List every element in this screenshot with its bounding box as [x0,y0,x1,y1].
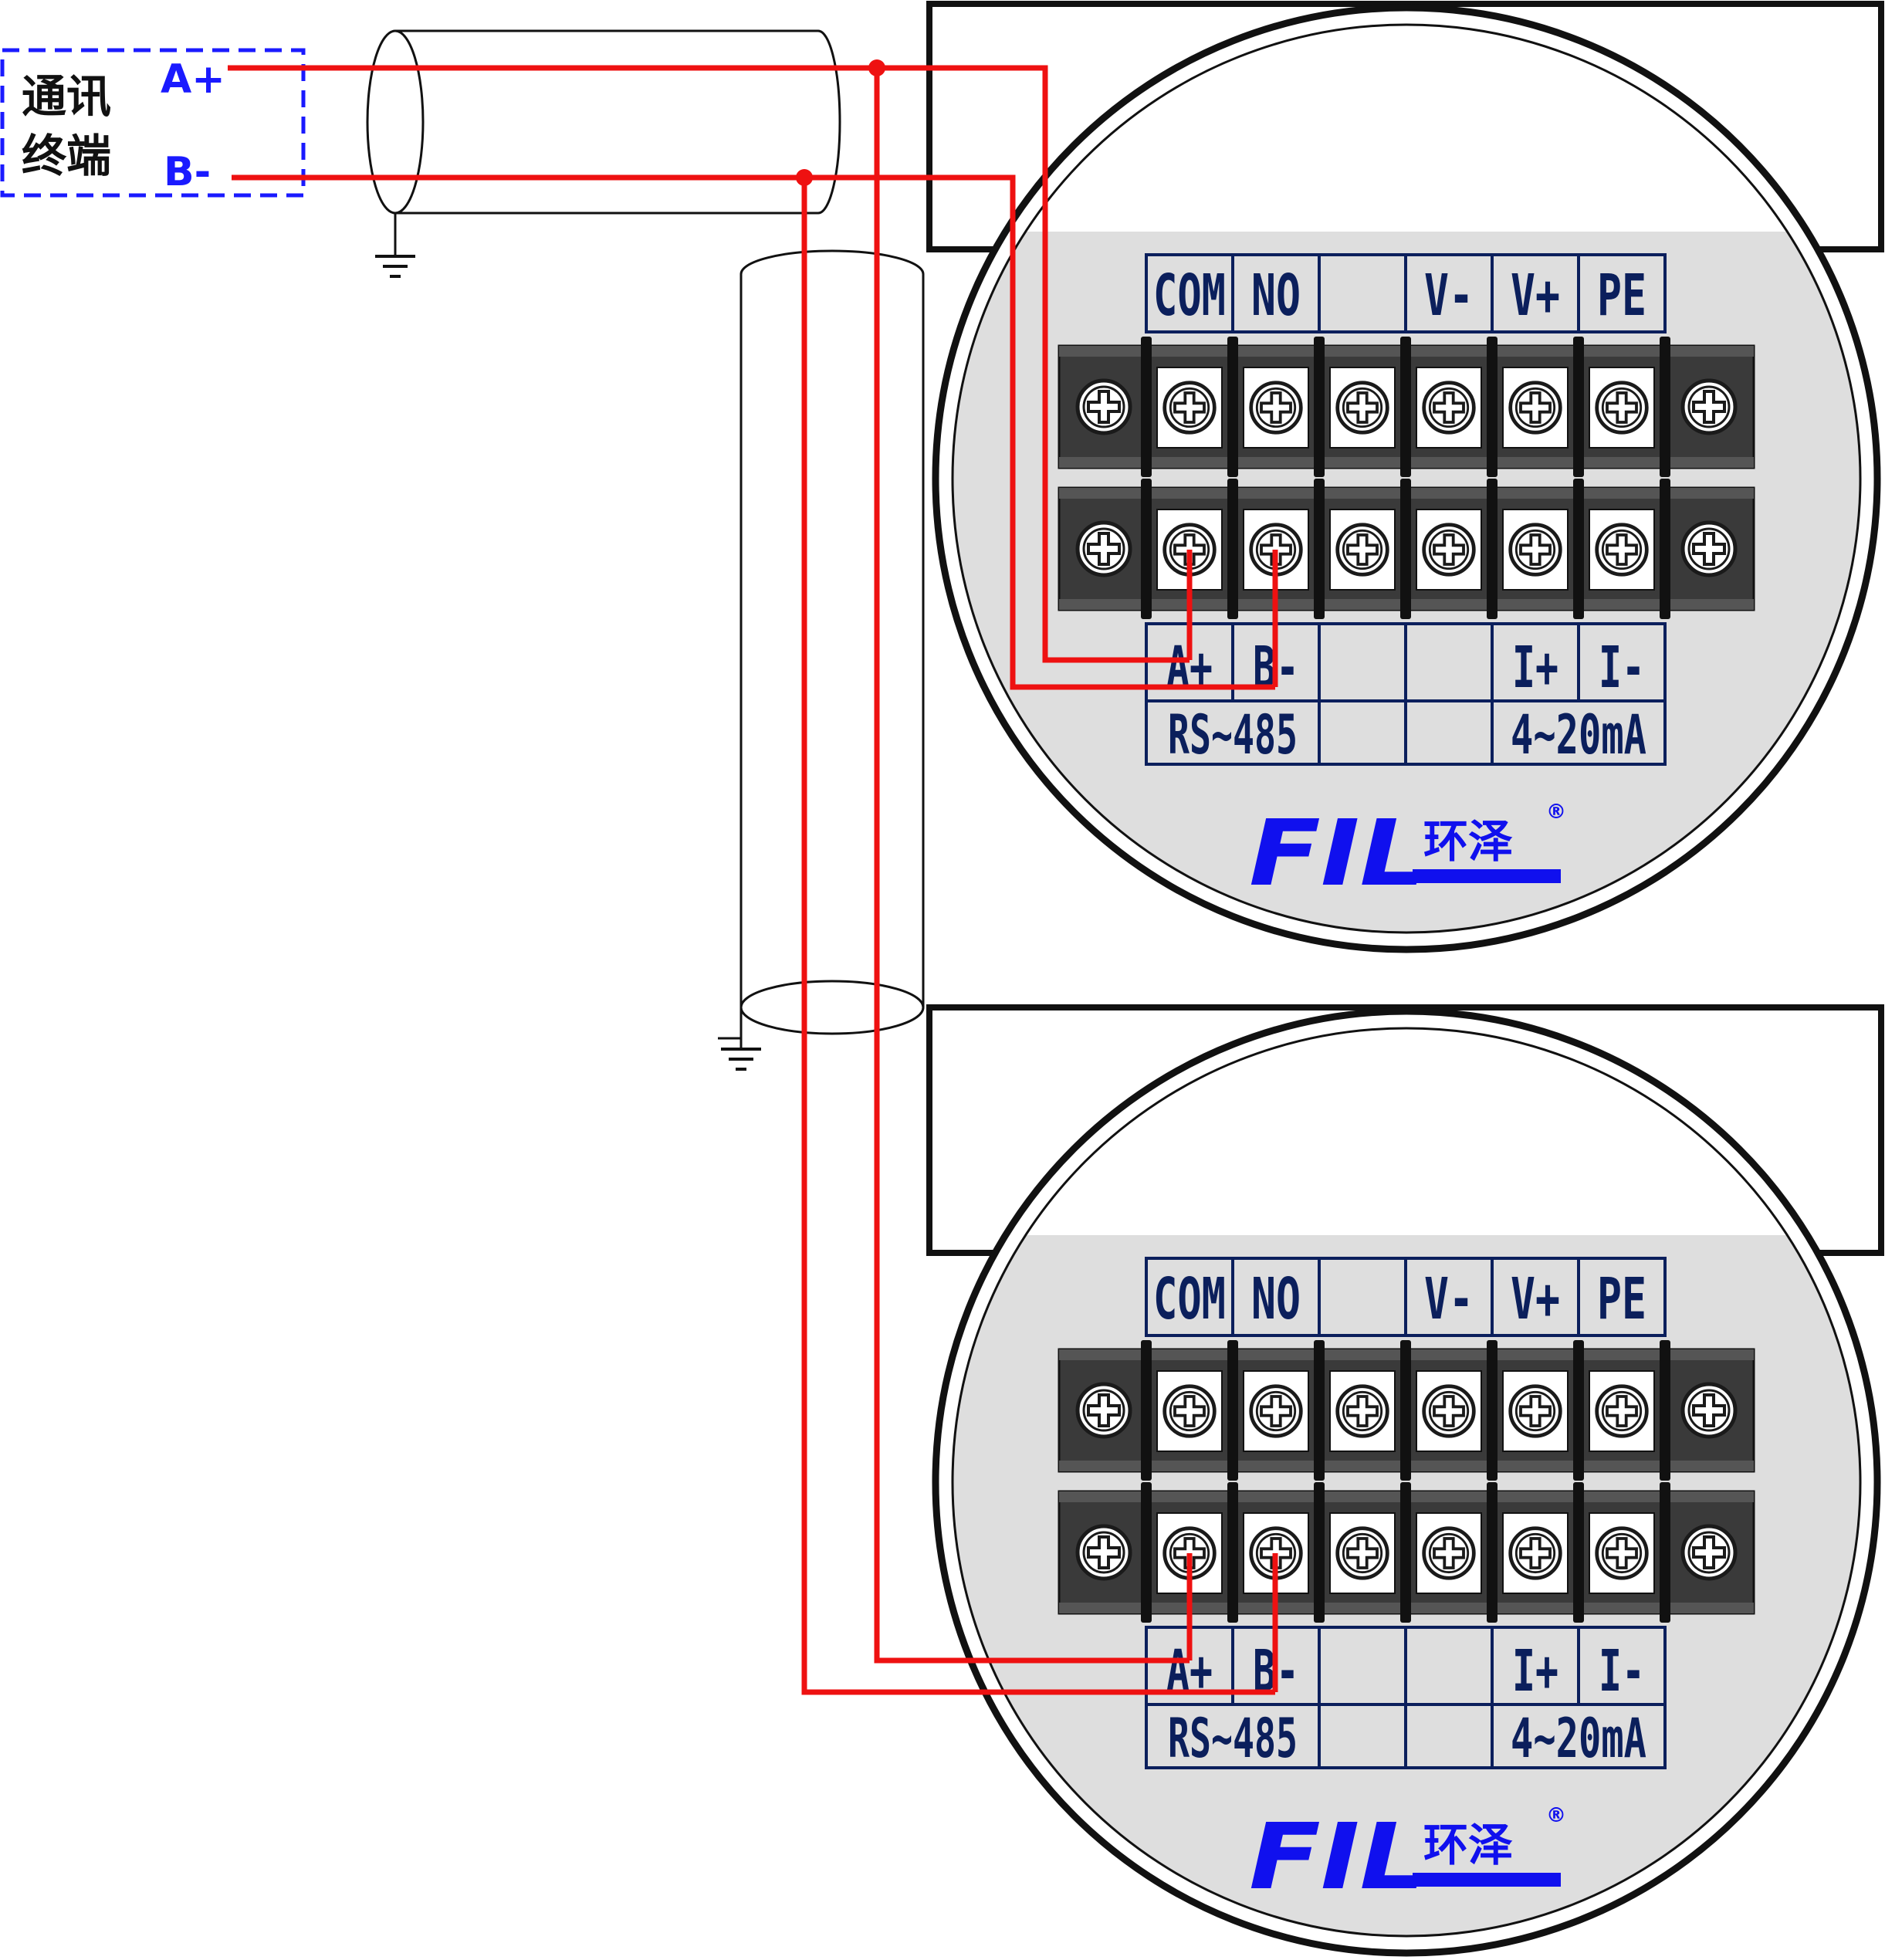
terminal-top-label: V+ [1511,1266,1560,1332]
terminal-top-label: NO [1251,1266,1301,1332]
wire-a-upper [228,65,1190,663]
screw-icon [1165,1386,1215,1437]
screw-icon [1078,1526,1130,1579]
device-inner-ring [951,23,1862,934]
comm-terminal: 通讯 终端 A+ B- [0,48,306,198]
screw-icon [1165,383,1215,433]
screw-icon [1597,383,1647,433]
wire-a-lower [874,68,1190,1664]
comm-terminal-title-line2: 终端 [22,130,111,182]
screw-icon [1078,381,1130,433]
wire-b-lower [801,178,1275,1695]
terminal-bottom-label: I+ [1512,635,1558,701]
registered-mark: ® [1546,801,1566,824]
junction-dot [796,169,813,186]
registered-mark: ® [1546,1804,1566,1827]
rs485-group-label: RS~485 [1168,703,1298,767]
terminal-strip-lower [1058,479,1755,619]
screw-icon [1597,525,1647,575]
device-inner-ring [951,1027,1862,1938]
screw-icon [1683,1526,1735,1579]
terminal-top-label: V- [1424,262,1474,329]
shielded-cable-horizontal [366,29,841,215]
screw-icon [1338,525,1388,575]
brand-logo-text: FIL [1249,800,1426,906]
terminal-top-label: COM [1153,1266,1226,1332]
screw-icon [1511,1528,1561,1579]
screw-icon [1597,1386,1647,1437]
screw-icon [1078,1384,1130,1437]
shielded-cable-vertical [739,249,925,1035]
current-loop-group-label: 4~20mA [1511,703,1646,767]
terminal-strip-upper [1058,337,1755,477]
terminal-b-label: B- [164,149,211,195]
terminal-bottom-label: I+ [1512,1638,1558,1704]
ground-icon [718,1007,763,1071]
terminal-bottom-label: I- [1599,635,1645,701]
screw-icon [1424,525,1474,575]
screw-icon [1338,383,1388,433]
terminal-top-label: V- [1424,1266,1474,1332]
terminal-strip-upper [1058,1340,1755,1481]
screw-icon [1511,525,1561,575]
brand-chinese-name: 环泽 [1423,815,1513,868]
wiring [228,65,1278,1695]
terminal-top-label: COM [1153,262,1226,329]
screw-icon [1683,381,1735,433]
brand-logo-text: FIL [1249,1803,1426,1910]
wire-junctions [796,59,885,186]
screw-icon [1511,1386,1561,1437]
screw-icon [1424,1386,1474,1437]
screw-icon [1424,383,1474,433]
terminal-top-label: PE [1597,262,1646,329]
terminal-top-label: PE [1597,1266,1646,1332]
terminal-a-label: A+ [161,56,225,103]
screw-icon [1683,523,1735,575]
terminal-top-label: V+ [1511,262,1560,329]
wire-b-upper [232,174,1275,690]
screw-icon [1511,383,1561,433]
screw-icon [1338,1386,1388,1437]
junction-dot [868,59,885,76]
terminal-bottom-label: I- [1599,1638,1645,1704]
comm-terminal-box [0,48,306,198]
brand-chinese-name: 环泽 [1423,1819,1513,1871]
screw-icon [1338,1528,1388,1579]
comm-terminal-title-line1: 通讯 [22,70,111,123]
rs485-group-label: RS~485 [1168,1707,1298,1770]
screw-icon [1251,1386,1301,1437]
terminal-top-label: NO [1251,262,1301,329]
screw-icon [1683,1384,1735,1437]
screw-icon [1424,1528,1474,1579]
screw-icon [1251,383,1301,433]
terminal-strip-lower [1058,1482,1755,1623]
screw-icon [1597,1528,1647,1579]
current-loop-group-label: 4~20mA [1511,1707,1646,1770]
ground-icon [374,213,417,278]
screw-icon [1078,523,1130,575]
